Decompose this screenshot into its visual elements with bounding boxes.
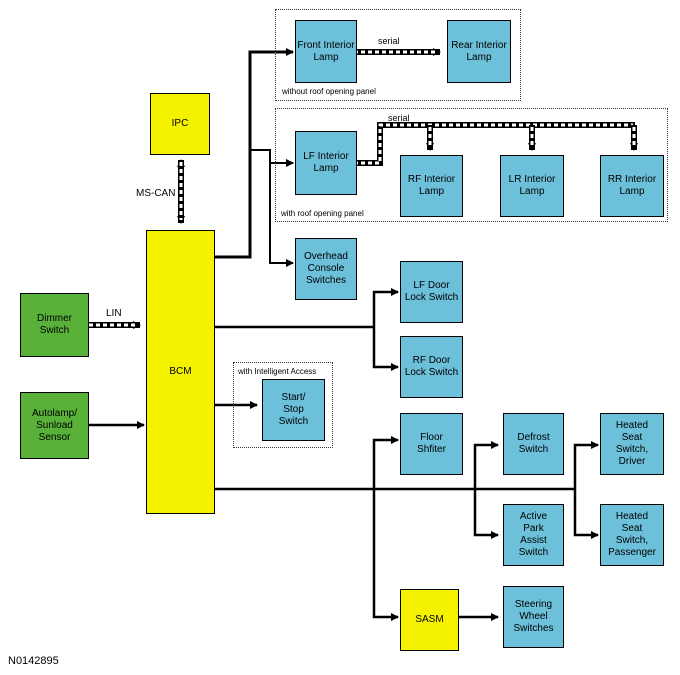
bcm-lower-bus: [214, 436, 599, 621]
lin-label: LIN: [106, 308, 122, 319]
with-roof-frame: [275, 108, 668, 222]
with-roof-label: with roof opening panel: [281, 209, 364, 218]
lf-interior-label: LF Interior Lamp: [303, 151, 349, 174]
active-park-label: Active Park Assist Switch: [518, 511, 549, 558]
without-roof-label: without roof opening panel: [282, 87, 376, 96]
sasm-label: SASM: [415, 614, 444, 625]
overhead-console-label: Overhead Console Switches: [304, 251, 348, 286]
rf-interior-lamp[interactable]: RF Interior Lamp: [400, 155, 463, 217]
start-stop-label: Start/ Stop Switch: [278, 392, 309, 427]
bcm-door-lock-bus: [214, 288, 399, 371]
rr-interior-lamp[interactable]: RR Interior Lamp: [600, 155, 664, 217]
ipc-label: IPC: [171, 118, 189, 129]
dimmer-label: Dimmer Switch: [37, 313, 72, 336]
rf-door-lock-label: RF Door Lock Switch: [404, 355, 459, 378]
lf-interior-lamp[interactable]: LF Interior Lamp: [295, 131, 357, 195]
floor-shifter[interactable]: Floor Shfiter: [400, 413, 463, 475]
ipc-module[interactable]: IPC: [150, 93, 210, 155]
bcm-top-bus: [214, 48, 294, 267]
rf-door-lock-switch[interactable]: RF Door Lock Switch: [400, 336, 463, 398]
defrost-switch[interactable]: Defrost Switch: [503, 413, 564, 475]
intelligent-access-frame: [233, 362, 333, 448]
floor-shifter-label: Floor Shfiter: [417, 432, 446, 455]
start-stop-switch[interactable]: Start/ Stop Switch: [262, 379, 325, 441]
steering-wheel-switches[interactable]: Steering Wheel Switches: [503, 586, 564, 648]
serial-interior-bus: [352, 122, 638, 166]
rear-interior-lamp[interactable]: Rear Interior Lamp: [447, 20, 511, 83]
rear-interior-label: Rear Interior Lamp: [451, 39, 507, 63]
front-interior-lamp[interactable]: Front Interior Lamp: [295, 20, 357, 83]
rr-interior-label: RR Interior Lamp: [607, 174, 657, 197]
active-park-assist-switch[interactable]: Active Park Assist Switch: [503, 504, 564, 566]
lr-interior-label: LR Interior Lamp: [508, 174, 556, 197]
heated-seat-switch-passenger[interactable]: Heated Seat Switch, Passenger: [600, 504, 664, 566]
lf-door-lock-switch[interactable]: LF Door Lock Switch: [400, 261, 463, 323]
bcm-label: BCM: [169, 366, 192, 377]
lf-door-lock-label: LF Door Lock Switch: [404, 280, 459, 303]
lr-interior-lamp[interactable]: LR Interior Lamp: [500, 155, 564, 217]
without-roof-frame: [275, 9, 521, 101]
rf-interior-label: RF Interior Lamp: [407, 174, 456, 197]
heated-driver-label: Heated Seat Switch, Driver: [615, 420, 649, 467]
autolamp-label: Autolamp/ Sunload Sensor: [31, 407, 78, 443]
sasm-module[interactable]: SASM: [400, 589, 459, 651]
figure-id: N0142895: [8, 655, 59, 667]
serial-label-top: serial: [378, 36, 400, 46]
ms-can-label: MS-CAN: [136, 188, 176, 199]
autolamp-sensor[interactable]: Autolamp/ Sunload Sensor: [20, 392, 89, 459]
steering-wheel-label: Steering Wheel Switches: [513, 599, 554, 634]
bcm-module[interactable]: BCM: [146, 230, 215, 514]
dimmer-switch[interactable]: Dimmer Switch: [20, 293, 89, 357]
serial-label-mid: serial: [388, 113, 410, 123]
intelligent-access-label: with Intelligent Access: [238, 367, 317, 376]
heated-seat-switch-driver[interactable]: Heated Seat Switch, Driver: [600, 413, 664, 475]
heated-passenger-label: Heated Seat Switch, Passenger: [608, 511, 656, 558]
front-interior-label: Front Interior Lamp: [297, 39, 355, 63]
overhead-console-switches[interactable]: Overhead Console Switches: [295, 238, 357, 300]
defrost-label: Defrost Switch: [517, 432, 550, 455]
